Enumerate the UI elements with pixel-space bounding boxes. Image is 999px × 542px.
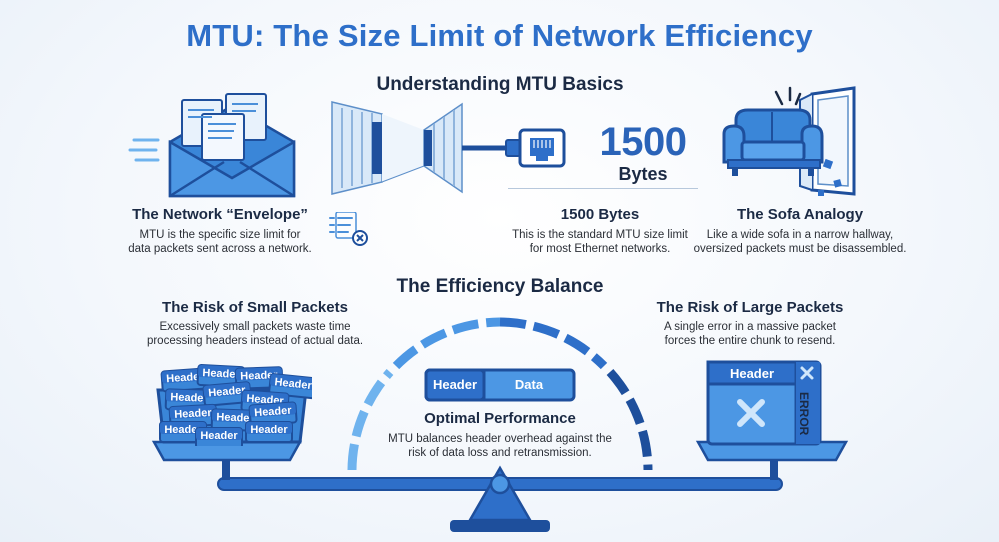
optimal-desc-line: risk of data loss and retransmission. bbox=[408, 447, 592, 459]
envelope-desc-line: MTU is the specific size limit for bbox=[139, 229, 301, 241]
mtu-size-number: 1500 bbox=[599, 120, 687, 164]
balance-heading: The Efficiency Balance bbox=[396, 276, 604, 297]
hallway-cable-icon bbox=[331, 101, 566, 195]
document-icon bbox=[181, 93, 267, 161]
sofa-icon bbox=[722, 108, 824, 176]
mtu-size-unit: Bytes bbox=[618, 164, 668, 184]
optimal-title: Optimal Performance bbox=[424, 410, 576, 427]
basics-heading: Understanding MTU Basics bbox=[376, 74, 624, 95]
large-packets-desc: A single error in a massive packet force… bbox=[615, 320, 885, 348]
header-packet: Header bbox=[159, 421, 207, 443]
envelope-title: The Network “Envelope” bbox=[132, 206, 308, 223]
header-packet: Header bbox=[248, 401, 298, 427]
size-desc-line: This is the standard MTU size limit bbox=[512, 229, 688, 241]
optimal-header-label: Header bbox=[432, 377, 478, 392]
header-packet: Header bbox=[202, 381, 252, 407]
divider bbox=[508, 188, 698, 189]
efficiency-gauge bbox=[347, 317, 653, 471]
sofa-door-icon bbox=[722, 86, 856, 196]
header-packet-label: Header bbox=[200, 430, 238, 442]
ethernet-connector-icon bbox=[518, 128, 566, 168]
sofa-desc-line: Like a wide sofa in a narrow hallway, bbox=[706, 229, 894, 241]
header-packet: Header bbox=[245, 421, 293, 443]
close-icon bbox=[800, 366, 814, 380]
speed-lines-icon bbox=[128, 138, 160, 162]
small-packets-desc-line: Excessively small packets waste time bbox=[159, 321, 351, 333]
optimal-packet bbox=[424, 368, 576, 402]
header-packet: Header bbox=[268, 373, 312, 400]
large-packets-title: The Risk of Large Packets bbox=[656, 299, 844, 316]
large-header-label: Header bbox=[729, 366, 775, 381]
header-packet-label: Header bbox=[202, 367, 241, 381]
header-packet-label: Header bbox=[250, 424, 288, 436]
header-packet-label: Header bbox=[170, 391, 208, 404]
small-packets-desc: Excessively small packets waste time pro… bbox=[115, 320, 395, 348]
size-title: 1500 Bytes bbox=[560, 206, 640, 223]
optimal-data-label: Data bbox=[514, 377, 544, 392]
optimal-desc: MTU balances header overhead against the… bbox=[360, 432, 640, 460]
header-packet-label: Header bbox=[216, 411, 254, 424]
envelope-icon bbox=[128, 93, 296, 198]
size-desc-line: for most Ethernet networks. bbox=[529, 243, 671, 255]
header-packet-label: Header bbox=[240, 369, 278, 382]
optimal-desc-line: MTU balances header overhead against the bbox=[388, 433, 612, 445]
size-desc: This is the standard MTU size limit for … bbox=[470, 228, 730, 256]
header-packet-label: Header bbox=[254, 405, 293, 420]
header-packet-label: Header bbox=[208, 384, 247, 399]
envelope-desc: MTU is the specific size limit for data … bbox=[100, 228, 340, 256]
sofa-desc-line: oversized packets must be disassembled. bbox=[693, 243, 907, 255]
envelope-desc-line: data packets sent across a network. bbox=[128, 243, 312, 255]
small-packets-title: The Risk of Small Packets bbox=[162, 299, 348, 316]
large-packets-desc-line: A single error in a massive packet bbox=[664, 321, 836, 333]
error-label: ERROR bbox=[797, 392, 811, 436]
header-packet-label: Header bbox=[166, 371, 205, 386]
main-title: MTU: The Size Limit of Network Efficienc… bbox=[186, 18, 813, 53]
error-x-icon bbox=[737, 399, 765, 427]
sofa-desc: Like a wide sofa in a narrow hallway, ov… bbox=[665, 228, 935, 256]
sofa-title: The Sofa Analogy bbox=[736, 206, 864, 223]
balance-scale bbox=[151, 440, 849, 532]
large-packets-desc-line: forces the entire chunk to resend. bbox=[664, 335, 836, 347]
header-packet-label: Header bbox=[174, 407, 213, 421]
header-packet-label: Header bbox=[164, 424, 202, 436]
large-packet bbox=[706, 360, 822, 446]
small-packets-desc-line: processing headers instead of actual dat… bbox=[146, 335, 364, 347]
packet-error-icon bbox=[329, 212, 368, 246]
header-packet: Header bbox=[195, 427, 243, 446]
header-packet-label: Header bbox=[274, 376, 312, 392]
